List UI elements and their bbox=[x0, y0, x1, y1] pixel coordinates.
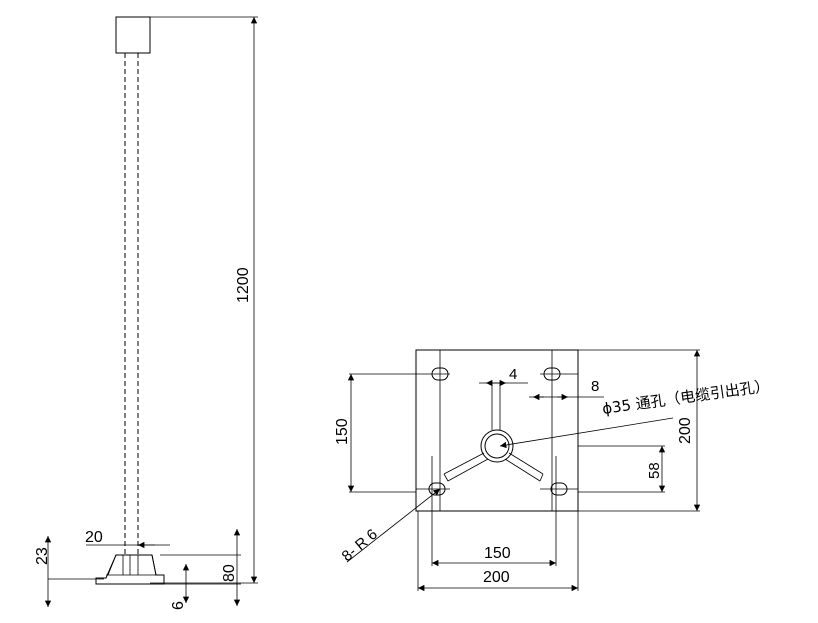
top-cap bbox=[116, 17, 150, 53]
center-hole-leader bbox=[500, 418, 673, 449]
rib-left-bottom bbox=[448, 459, 488, 481]
rib-right-top bbox=[509, 453, 543, 474]
rib-right-bottom bbox=[505, 459, 540, 481]
dimension-200-horizontal-label: 200 bbox=[483, 569, 510, 586]
rib-right-cap bbox=[540, 474, 543, 481]
dimension-58-label: 58 bbox=[646, 462, 663, 479]
hole-note-leader bbox=[347, 489, 440, 562]
dimension-6-label: 6 bbox=[170, 601, 187, 610]
base-right-rib bbox=[152, 555, 156, 575]
rib-left-cap bbox=[444, 474, 448, 481]
dimension-150-vertical-label: 150 bbox=[334, 418, 351, 445]
hole-note: 8- R 6 bbox=[339, 526, 381, 565]
plate-view: 150 200 150 200 4 8 58 bbox=[334, 350, 771, 592]
dimension-23-label: 23 bbox=[34, 547, 51, 565]
dimension-80-label: 80 bbox=[221, 564, 238, 582]
height-label: 1200 bbox=[235, 267, 252, 303]
dimension-8-label: 8 bbox=[591, 378, 599, 395]
plate-outline bbox=[416, 350, 578, 511]
center-hole-note: ϕ35 通孔（电缆引出孔） bbox=[601, 377, 771, 418]
center-hole-inner bbox=[485, 434, 509, 458]
center-hole-outer bbox=[481, 430, 513, 462]
base-left-rib bbox=[108, 555, 116, 575]
dimension-20-label: 20 bbox=[85, 529, 103, 546]
left-view: 1200 20 23 80 6 bbox=[34, 17, 258, 610]
dimension-150-horizontal-label: 150 bbox=[484, 545, 511, 562]
dimension-4-label: 4 bbox=[509, 366, 517, 383]
rib-left-top bbox=[444, 453, 484, 474]
dimension-200-vertical-label: 200 bbox=[677, 417, 694, 444]
